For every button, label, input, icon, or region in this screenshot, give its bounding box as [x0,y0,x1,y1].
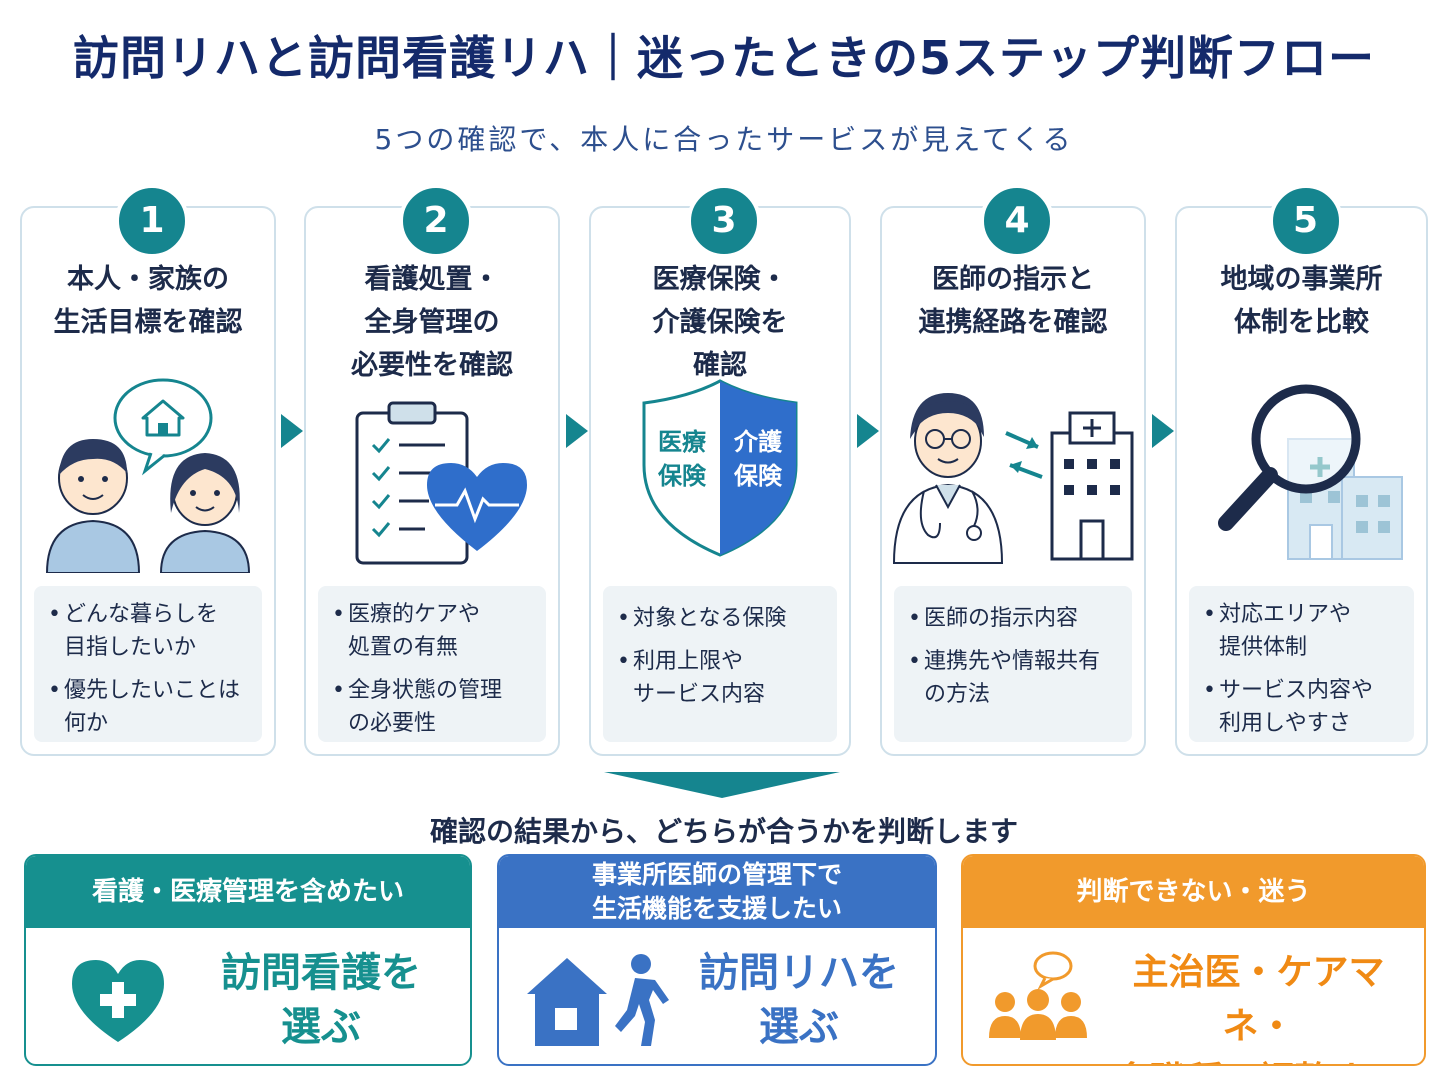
step-number-badge: 2 [399,184,473,258]
house-walking-icon [527,954,669,1046]
step-bullet: 全身状態の管理 の必要性 [332,674,536,740]
family-icon [45,378,251,573]
option-header: 看護・医療管理を含めたい [26,856,470,928]
heart-plus-icon [72,960,164,1042]
step-title: 本人・家族の 生活目標を確認 [53,264,243,338]
option-choice: 主治医・ケアマネ・ 多職種で調整する [1114,952,1402,1064]
option-consult: 判断できない・迷う 主治医・ケアマネ・ 多職種で調整する [961,854,1426,1066]
option-choice: 訪問リハを 選ぶ [699,950,899,1050]
page-subtitle: 5つの確認で、本人に合ったサービスが見えてくる [374,123,1074,156]
doctor-coordination-illustration [882,373,1144,583]
option-visit-nursing: 看護・医療管理を含めたい 訪問看護を 選ぶ [24,854,472,1066]
option-header: 判断できない・迷う [963,856,1424,928]
insurance-illustration: 医療 保険 介護 保険 [591,373,849,583]
step-number-badge: 5 [1268,184,1343,258]
step-title: 地域の事業所 体制を比較 [1220,264,1383,338]
down-arrow-icon [604,772,840,798]
shield-label-medical: 医療 保険 [658,428,706,490]
result-instruction: 確認の結果から、どちらが合うかを判断します [429,815,1018,848]
arrow-right-icon [281,414,303,448]
shield-label-care: 介護 保険 [734,428,782,490]
step-card-1: 1 本人・家族の 生活目標を確認 どんな暮らしを 目指したいか 優先したいこ [20,184,276,756]
shield-icon: 医療 保険 介護 保険 [630,373,810,563]
step-card-4: 4 医師の指示と 連携経路を確認 [880,184,1146,756]
step-checklist: 医療的ケアや 処置の有無 全身状態の管理 の必要性 [318,586,546,742]
step-card-3: 3 医療保険・ 介護保険を 確認 医療 保険 介護 保険 対象となる保険 利用上… [589,184,851,756]
step-bullet: 連携先や情報共有 の方法 [908,645,1122,711]
doctor-hospital-icon [892,393,1134,564]
nursing-need-illustration [306,373,558,583]
step-checklist: 医師の指示内容 連携先や情報共有 の方法 [894,586,1132,742]
step-bullet: 優先したいことは 何か [48,674,252,740]
arrow-right-icon [1152,414,1174,448]
option-header: 事業所医師の管理下で 生活機能を支援したい [499,856,935,928]
step-title: 看護処置・ 全身管理の 必要性を確認 [351,264,513,381]
step-number-badge: 1 [115,184,189,258]
step-checklist: どんな暮らしを 目指したいか 優先したいことは 何か [34,586,262,742]
step-checklist: 対応エリアや 提供体制 サービス内容や 利用しやすさ [1189,586,1414,742]
step-bullet: 対応エリアや 提供体制 [1203,598,1404,664]
team-discussion-icon [989,951,1087,1040]
step-title: 医師の指示と 連携経路を確認 [918,264,1108,338]
step-number-badge: 3 [687,184,761,258]
arrow-right-icon [857,414,879,448]
clipboard-heart-icon [355,401,527,565]
option-choice: 訪問看護を 選ぶ [221,950,421,1050]
step-bullet: 対象となる保険 [617,602,827,635]
family-goal-illustration [22,373,274,583]
option-visit-rehab: 事業所医師の管理下で 生活機能を支援したい 訪問リハを 選ぶ [497,854,937,1066]
step-bullet: 利用上限や サービス内容 [617,645,827,711]
step-checklist: 対象となる保険 利用上限や サービス内容 [603,586,837,742]
step-bullet: 医療的ケアや 処置の有無 [332,598,536,664]
step-bullet: 医師の指示内容 [908,602,1122,635]
magnifier-building-icon [1217,384,1403,560]
page-title: 訪問リハと訪問看護リハ｜迷ったときの5ステップ判断フロー [72,31,1375,85]
step-title: 医療保険・ 介護保険を 確認 [652,264,788,381]
step-bullet: サービス内容や 利用しやすさ [1203,674,1404,740]
step-number-badge: 4 [980,184,1054,258]
arrow-right-icon [566,414,588,448]
step-bullet: どんな暮らしを 目指したいか [48,598,252,664]
step-card-5: 5 地域の事業所 体制を比較 対応エリアや 提供体制 サービス内容や 利用しやす… [1175,184,1428,756]
local-provider-illustration [1177,373,1426,583]
step-card-2: 2 看護処置・ 全身管理の 必要性を確認 医療的ケアや 処置の有無 全身状態の管… [304,184,560,756]
